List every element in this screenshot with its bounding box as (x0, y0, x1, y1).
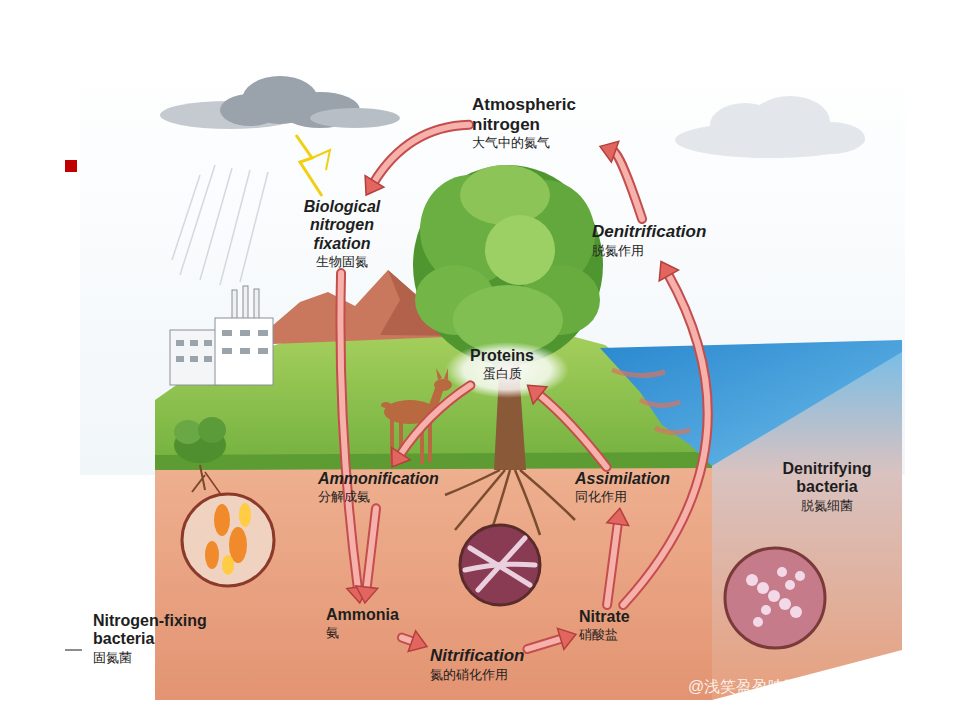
node-subtitle: 分解成氨 (318, 490, 439, 505)
node-title: Biological nitrogen fixation (292, 198, 392, 253)
cycle-node: Nitrate 硝酸盐 (579, 608, 630, 643)
node-title: Nitrification (430, 646, 524, 666)
arrow-head (659, 261, 678, 280)
node-title: Proteins (470, 347, 534, 365)
arrow-head (607, 508, 629, 525)
arrow-body (340, 273, 358, 589)
arrow-head (600, 141, 619, 162)
arrow-outline (613, 151, 642, 219)
cycle-arrow (356, 508, 378, 603)
cycle-node: Assimilation 同化作用 (575, 470, 670, 505)
arrow-body (613, 151, 642, 219)
arrow-outline (373, 125, 469, 183)
node-subtitle: 硝酸盐 (579, 628, 630, 643)
arrow-outline (538, 394, 606, 467)
arrow-head (557, 628, 576, 649)
node-title: Nitrate (579, 608, 630, 626)
node-title: Denitrification (592, 222, 706, 242)
arrow-body (538, 394, 606, 467)
node-subtitle: 生物固氮 (292, 255, 392, 270)
cycle-arrow (600, 141, 642, 219)
cycle-arrow (527, 628, 576, 649)
node-title: Denitrifying bacteria (772, 460, 882, 497)
node-subtitle: 大气中的氮气 (472, 136, 597, 151)
arrow-head (392, 448, 410, 467)
node-subtitle: 蛋白质 (470, 367, 534, 382)
arrow-head (365, 176, 384, 195)
node-subtitle: 同化作用 (575, 490, 670, 505)
cycle-arrow (402, 631, 427, 652)
node-subtitle: 氨 (326, 626, 399, 641)
cycle-node: Ammonia 氨 (326, 606, 399, 641)
arrow-body (400, 385, 471, 455)
arrow-head (528, 385, 547, 404)
node-subtitle: 氮的硝化作用 (430, 668, 524, 683)
cycle-node: Nitrification 氮的硝化作用 (430, 646, 524, 682)
cycle-arrow (392, 385, 471, 467)
arrow-body (367, 508, 376, 589)
node-subtitle: 脱氮细菌 (772, 499, 882, 514)
node-title: Assimilation (575, 470, 670, 488)
cycle-arrow (365, 125, 469, 195)
arrow-outline (607, 522, 618, 605)
node-subtitle: 脱氮作用 (592, 244, 706, 259)
node-title: Ammonification (318, 470, 439, 488)
arrow-body (607, 522, 618, 605)
arrow-body (373, 125, 469, 183)
cycle-node: Biological nitrogen fixation 生物固氮 (292, 198, 392, 270)
node-title: Nitrogen-fixing bacteria (93, 612, 238, 649)
cycle-node: Ammonification 分解成氨 (318, 470, 439, 505)
node-subtitle: 固氮菌 (93, 651, 238, 666)
cycle-arrow (607, 508, 629, 605)
arrow-head (356, 586, 378, 603)
cycle-node: Denitrification 脱氮作用 (592, 222, 706, 258)
watermark: @浅笑盈盈映眼眸tuk (688, 677, 838, 698)
cycle-node: Atmospheric nitrogen 大气中的氮气 (472, 95, 597, 151)
arrow-head (408, 631, 427, 652)
cycle-arrow (528, 385, 607, 467)
arrow-body (527, 638, 562, 649)
node-title: Ammonia (326, 606, 399, 624)
cycle-node: Proteins 蛋白质 (470, 347, 534, 382)
cycle-node: Nitrogen-fixing bacteria 固氮菌 (93, 612, 238, 666)
arrow-outline (367, 508, 376, 589)
node-title: Atmospheric nitrogen (472, 95, 597, 134)
arrow-outline (400, 385, 471, 455)
arrow-body (623, 274, 707, 605)
cycle-arrow (340, 273, 368, 603)
cycle-arrow (623, 261, 707, 605)
arrow-outline (527, 638, 562, 649)
cycle-node: Denitrifying bacteria 脱氮细菌 (772, 460, 882, 514)
arrow-outline (623, 274, 707, 605)
arrow-outline (340, 273, 358, 589)
